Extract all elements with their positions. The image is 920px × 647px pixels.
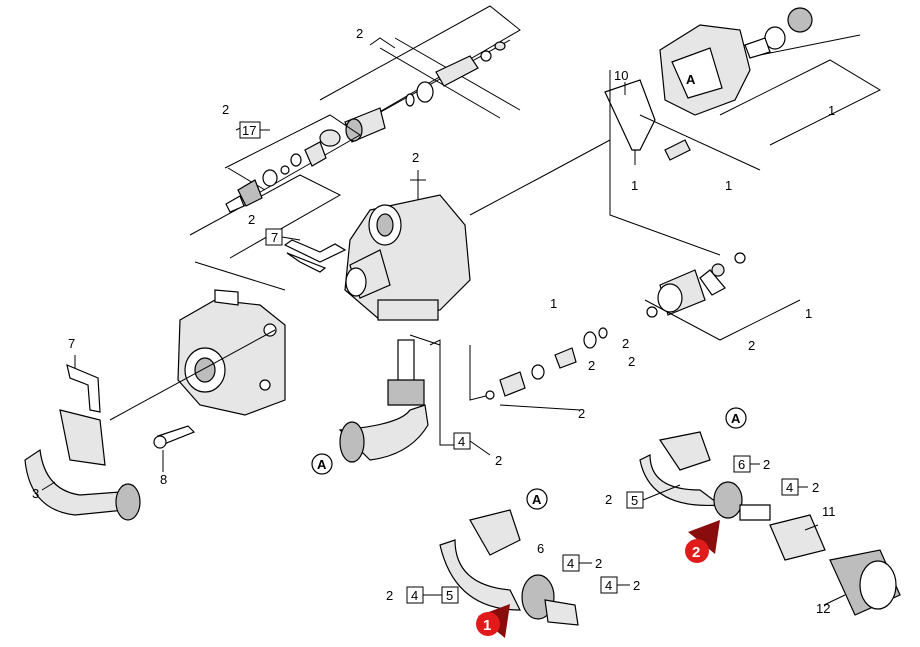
left-elbow-assembly — [24, 363, 196, 521]
label-17: 17 — [242, 123, 256, 138]
label-6-bc: 6 — [537, 541, 544, 556]
label-1-triangle: 1 — [631, 178, 638, 193]
label-4-bc-3: 4 — [411, 588, 418, 603]
variant-2-arrow — [688, 520, 720, 554]
center-right-small-valves — [469, 139, 611, 411]
svg-text:2: 2 — [692, 544, 700, 561]
seal-triangle — [604, 79, 656, 165]
label-1-right-top: 1 — [828, 103, 835, 118]
small-spring-right — [609, 70, 761, 256]
label-10: 10 — [614, 68, 628, 83]
variant-2-badge — [685, 539, 709, 563]
center-elbow-assembly — [338, 334, 470, 463]
label-2-cr-4: 2 — [578, 406, 585, 421]
label-2-cr-2: 2 — [628, 354, 635, 369]
retaining-clip-center — [283, 239, 347, 273]
svg-text:A: A — [731, 411, 741, 426]
label-7-center: 7 — [271, 230, 278, 245]
label-2-br-3: 2 — [812, 480, 819, 495]
label-12: 12 — [816, 601, 830, 616]
valve-stack-top — [319, 5, 521, 143]
label-2-br-2: 2 — [605, 492, 612, 507]
connector-markers: A A A — [311, 407, 747, 510]
bottom-center-elbow — [439, 509, 579, 626]
label-5-bc: 5 — [446, 588, 453, 603]
label-2-br-1: 2 — [763, 457, 770, 472]
leader-lines — [41, 82, 846, 606]
label-4-center: 4 — [458, 434, 465, 449]
connector-a-right — [725, 407, 747, 429]
right-top-assembly: A — [659, 7, 882, 146]
variant-markers: 1 2 — [476, 520, 720, 638]
label-2-top: 2 — [356, 26, 363, 41]
label-2-left-top: 2 — [222, 102, 229, 117]
svg-text:A: A — [532, 492, 542, 507]
label-6-br: 6 — [738, 457, 745, 472]
label-2-cr-3: 2 — [588, 358, 595, 373]
variant-1-badge — [476, 612, 500, 636]
label-5-br: 5 — [631, 493, 638, 508]
label-11: 11 — [822, 504, 836, 519]
label-4-bc-1: 4 — [567, 556, 574, 571]
label-1-spring: 1 — [725, 178, 732, 193]
label-7-left: 7 — [68, 336, 75, 351]
label-2-bc-3: 2 — [386, 588, 393, 603]
label-4-br: 4 — [786, 480, 793, 495]
svg-text:1: 1 — [483, 617, 491, 634]
label-2-bc-2: 2 — [633, 578, 640, 593]
label-2-bc-1: 2 — [595, 556, 602, 571]
valve-stack-left — [189, 114, 361, 259]
connector-a-bottom — [526, 488, 548, 510]
label-4-bc-2: 4 — [605, 578, 612, 593]
label-1-center: 1 — [550, 296, 557, 311]
label-2-valve: 2 — [748, 338, 755, 353]
label-1-valve: 1 — [805, 306, 812, 321]
right-valve-assembly — [644, 252, 801, 341]
label-8: 8 — [160, 472, 167, 487]
part-number-labels: 2 2 17 2 2 7 10 1 1 1 1 2 1 2 2 2 2 7 3 … — [32, 26, 836, 616]
label-2-clip: 2 — [248, 212, 255, 227]
pump-housing-left — [109, 261, 286, 421]
svg-text:A: A — [317, 457, 327, 472]
label-3: 3 — [32, 486, 39, 501]
label-2-center: 2 — [412, 150, 419, 165]
pump-head — [344, 170, 471, 321]
label-2-cr-1: 2 — [622, 336, 629, 351]
connector-a-center — [311, 453, 333, 475]
label-2-center-bottom: 2 — [495, 453, 502, 468]
svg-text:A: A — [686, 72, 696, 87]
